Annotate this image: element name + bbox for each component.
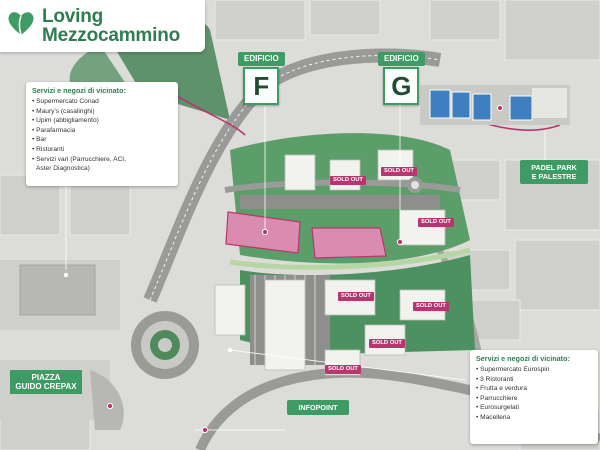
sold-out-badge: SOLD OUT <box>338 292 374 301</box>
infopoint-text: INFOPOINT <box>298 403 338 412</box>
piazza-line1: PIAZZA <box>31 373 61 382</box>
sold-out-badge: SOLD OUT <box>418 218 454 227</box>
building-g-tag: EDIFICIO <box>378 52 425 66</box>
services-north-box: Servizi e negozi di vicinato: • Supermer… <box>26 82 178 186</box>
building-g-marker[interactable]: EDIFICIO G <box>378 48 425 105</box>
services-north-list: • Supermercato Conad • Maury's (casaling… <box>32 97 172 174</box>
list-item: • Frutta e verdura <box>476 385 528 393</box>
list-item: • Bar <box>32 136 47 144</box>
services-north-title: Servizi e negozi di vicinato: <box>32 86 126 95</box>
list-item: • Maury's (casalinghi) <box>32 107 95 115</box>
building-f-marker[interactable]: EDIFICIO F <box>238 48 285 105</box>
padel-park-label[interactable]: PADEL PARK E PALESTRE <box>520 160 588 184</box>
heart-icon <box>8 12 34 36</box>
sold-out-badge: SOLD OUT <box>330 176 366 185</box>
piazza-label[interactable]: PIAZZA GUIDO CREPAX <box>10 370 82 394</box>
padel-line2: E PALESTRE <box>531 172 577 181</box>
list-item: • Eurosurgelati <box>476 404 519 412</box>
list-item: • Macelleria <box>476 413 511 421</box>
sold-out-badge: SOLD OUT <box>413 302 449 311</box>
infopoint-label[interactable]: INFOPOINT <box>287 400 349 415</box>
padel-line1: PADEL PARK <box>531 163 577 172</box>
list-item: • Parafarmacia <box>32 126 76 134</box>
brand-line2: Mezzocammino <box>42 25 181 46</box>
building-f-tag: EDIFICIO <box>238 52 285 66</box>
brand-line1: Loving <box>42 6 104 27</box>
building-f-letter: F <box>243 67 280 105</box>
sold-out-badge: SOLD OUT <box>325 365 361 374</box>
brand-logo: Loving Mezzocammino <box>0 0 205 52</box>
list-item: • Servizi vari (Parrucchiere, ACI, <box>32 155 126 163</box>
services-south-list: • Supermercato Eurospin • 3 Ristoranti •… <box>476 365 592 423</box>
sold-out-badge: SOLD OUT <box>369 339 405 348</box>
sold-out-badge: SOLD OUT <box>381 167 417 176</box>
services-south-title: Servizi e negozi di vicinato: <box>476 354 570 363</box>
brand-name: Loving Mezzocammino <box>42 7 180 45</box>
piazza-line2: GUIDO CREPAX <box>15 382 77 391</box>
list-item: • Supermercato Conad <box>32 98 99 105</box>
list-item: • Parrucchiere <box>476 394 518 402</box>
services-south-box: Servizi e negozi di vicinato: • Supermer… <box>470 350 598 444</box>
list-item: • Ristoranti <box>32 145 64 153</box>
list-item: • Supermercato Eurospin <box>476 366 550 373</box>
building-g-letter: G <box>383 67 420 105</box>
list-item: Aster Diagnostica) <box>36 165 90 173</box>
list-item: • Upim (abbigliamento) <box>32 117 99 125</box>
list-item: • 3 Ristoranti <box>476 375 514 383</box>
